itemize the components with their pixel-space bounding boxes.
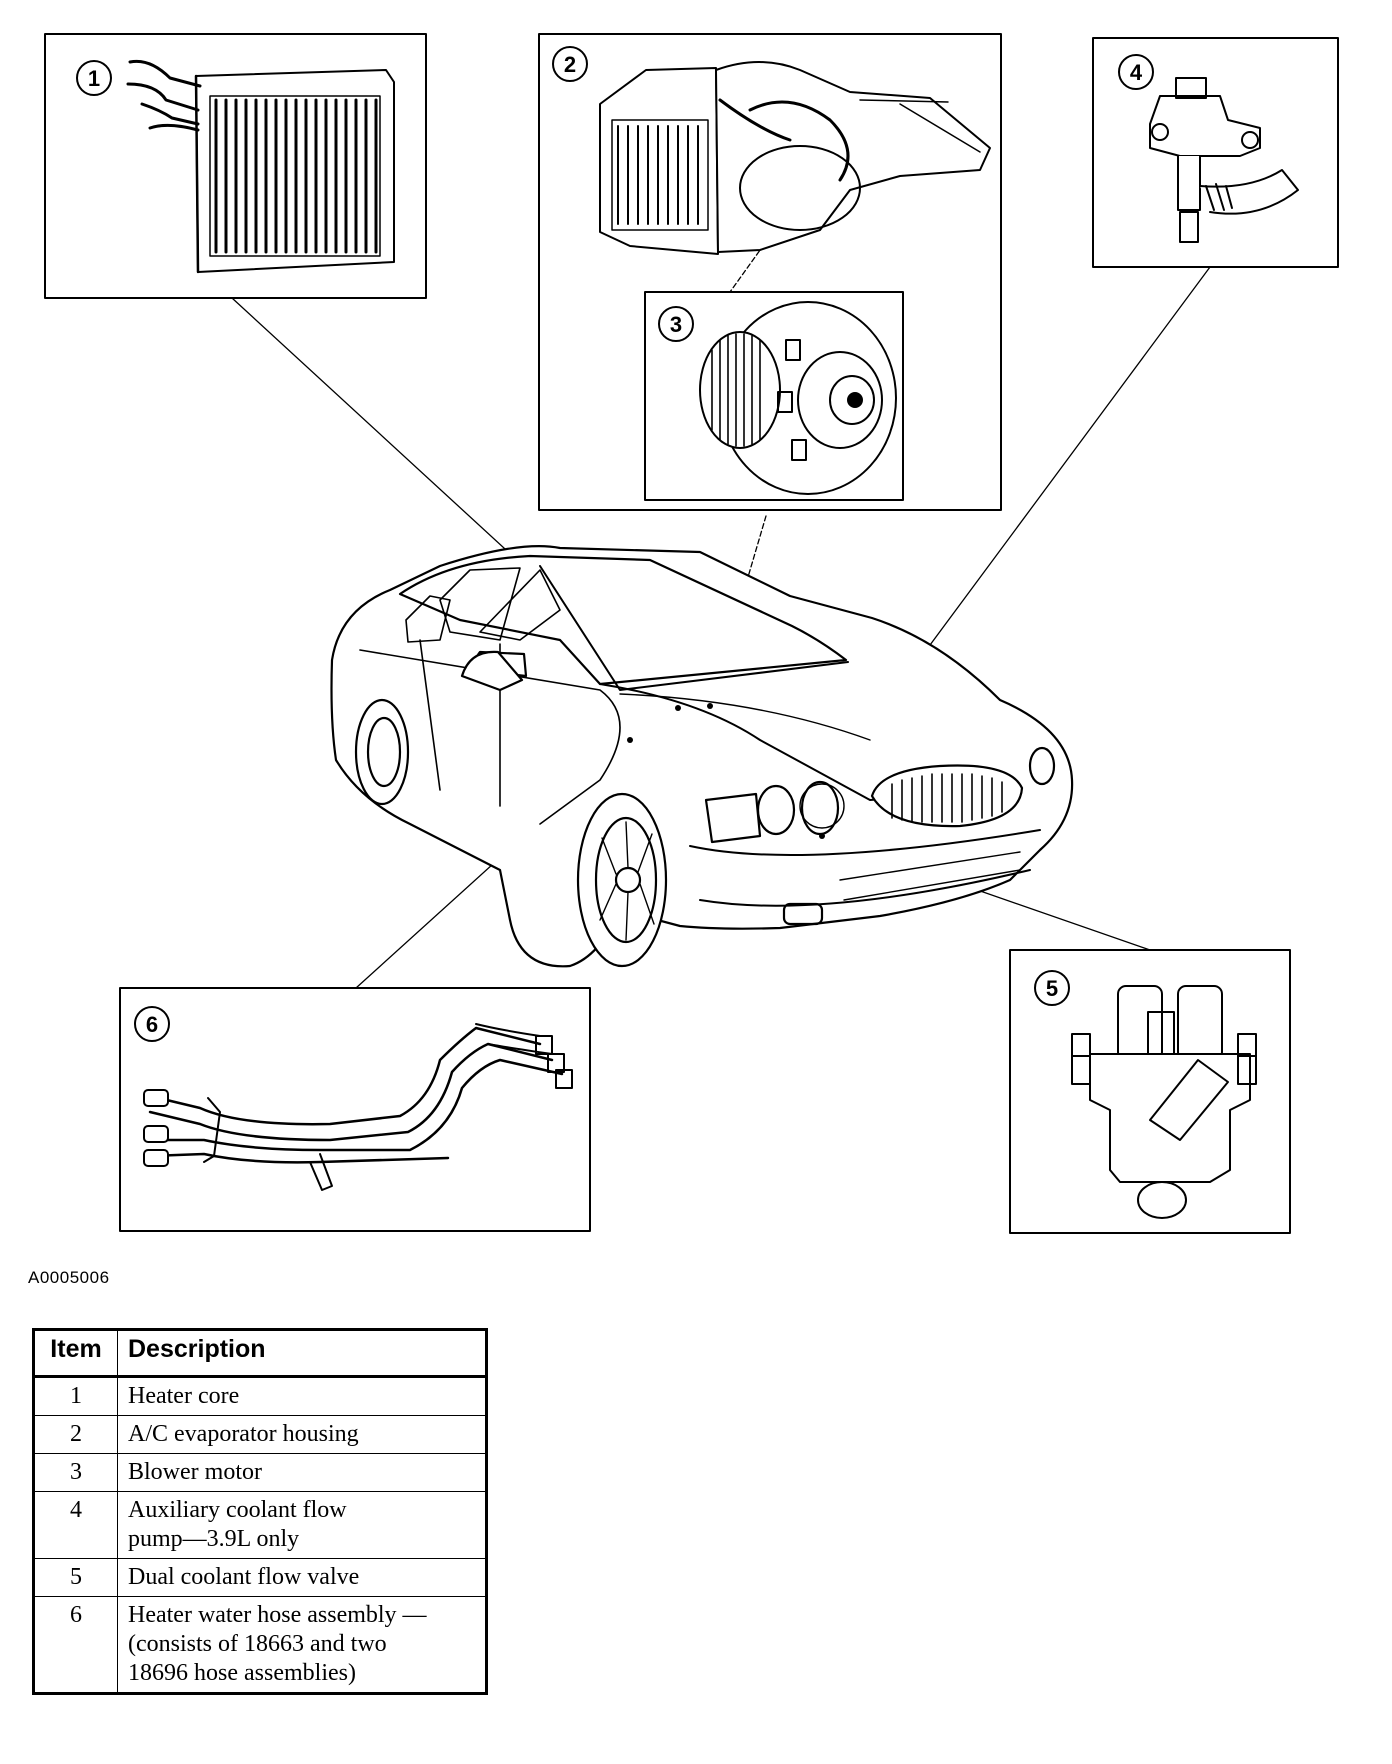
legend-item-description: A/C evaporator housing [117, 1415, 487, 1454]
callout-2: 2 [564, 52, 576, 77]
legend-row: 6 Heater water hose assembly — (consists… [33, 1596, 487, 1694]
component-location-diagram: 1 2 [44, 33, 1339, 1234]
legend-item-number: 4 [33, 1491, 118, 1559]
legend-row: 2 A/C evaporator housing [33, 1415, 487, 1454]
legend-item-number: 5 [33, 1558, 118, 1597]
dual-coolant-valve-illustration: 5 [1009, 949, 1291, 1234]
legend-line: Heater water hose assembly — [128, 1602, 427, 1628]
legend-line: A/C evaporator housing [128, 1421, 359, 1447]
callout-3: 3 [670, 312, 682, 337]
legend-item-description: Heater water hose assembly — (consists o… [117, 1596, 487, 1694]
legend-row: 3 Blower motor [33, 1453, 487, 1492]
legend-line: Blower motor [128, 1459, 262, 1485]
legend-item-description: Auxiliary coolant flow pump—3.9L only [117, 1491, 487, 1559]
legend-item-number: 6 [33, 1596, 118, 1694]
legend-line: Dual coolant flow valve [128, 1564, 360, 1590]
legend-item-number: 2 [33, 1415, 118, 1454]
legend-item-description: Dual coolant flow valve [117, 1558, 487, 1597]
leader-endpoints [627, 703, 825, 839]
blower-motor-illustration: 3 [644, 291, 904, 501]
legend-line: Heater core [128, 1383, 240, 1409]
callout-6: 6 [146, 1012, 158, 1037]
legend-item-description: Heater core [117, 1376, 487, 1416]
legend-header-description: Description [117, 1329, 487, 1378]
legend-line: (consists of 18663 and two [128, 1631, 387, 1657]
evaporator-housing-illustration: 2 [538, 33, 1002, 511]
legend-line: Auxiliary coolant flow [128, 1497, 347, 1523]
legend-row: 4 Auxiliary coolant flow pump—3.9L only [33, 1491, 487, 1559]
legend-table: Item Description 1 Heater core 2 A/C eva… [32, 1328, 488, 1695]
legend-item-number: 3 [33, 1453, 118, 1492]
legend-row: 1 Heater core [33, 1376, 487, 1416]
legend-item-description: Blower motor [117, 1453, 487, 1492]
heater-core-illustration: 1 [44, 33, 427, 299]
legend-line: 18696 hose assemblies) [128, 1660, 356, 1686]
legend-row: 5 Dual coolant flow valve [33, 1558, 487, 1597]
auxiliary-pump-illustration: 4 [1092, 37, 1339, 268]
vehicle-illustration [330, 545, 1074, 968]
legend-header-row: Item Description [33, 1329, 487, 1378]
legend-header-item: Item [33, 1329, 118, 1378]
callout-1: 1 [88, 66, 100, 91]
legend-item-number: 1 [33, 1376, 118, 1416]
heater-hose-assembly-illustration: 6 [119, 987, 591, 1232]
callout-5: 5 [1046, 976, 1058, 1001]
legend-line: pump—3.9L only [128, 1526, 300, 1552]
callout-4: 4 [1130, 60, 1143, 85]
figure-id: A0005006 [28, 1268, 110, 1287]
